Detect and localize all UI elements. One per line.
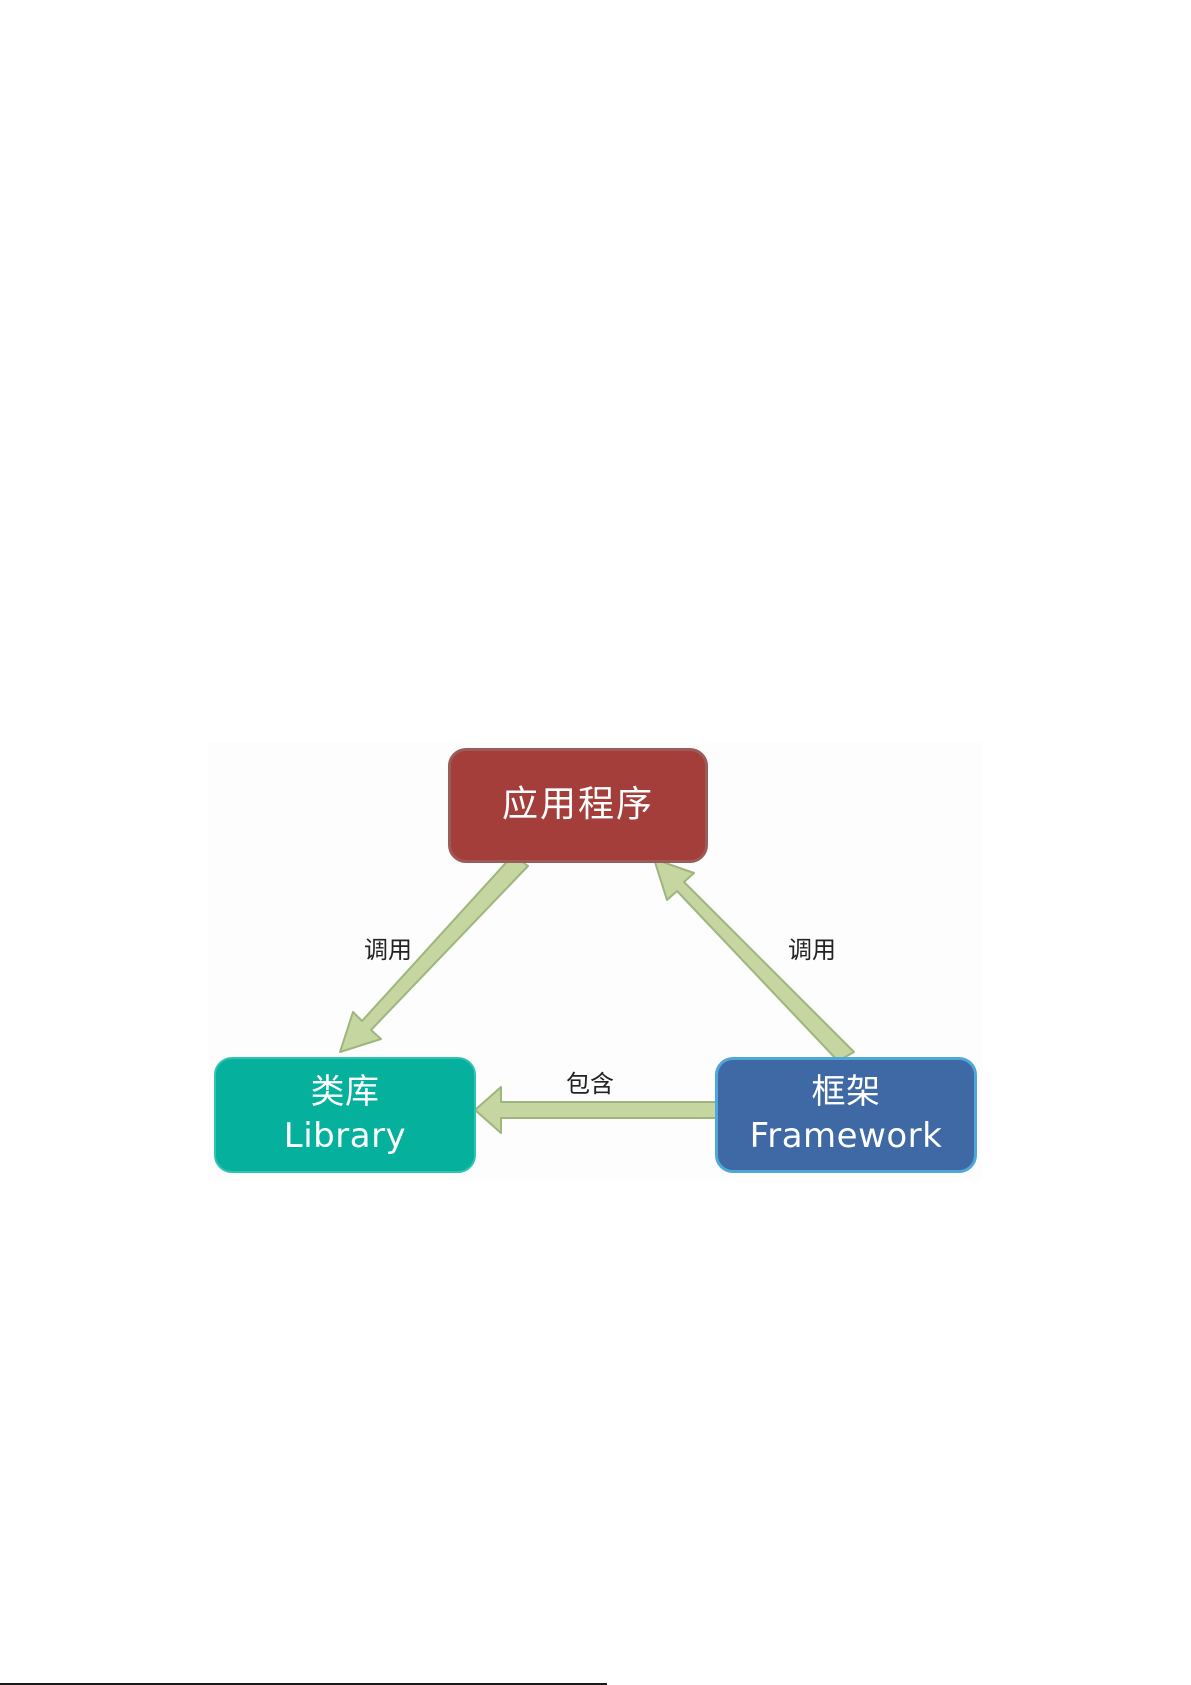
node-framework-label-en: Framework — [750, 1115, 943, 1159]
node-framework-label-cn: 框架 — [812, 1071, 881, 1115]
edge-label-framework-to-library: 包含 — [566, 1064, 614, 1099]
node-library-label-cn: 类库 — [311, 1071, 380, 1115]
edge-label-app-to-library: 调用 — [364, 930, 412, 965]
node-application-label: 应用程序 — [502, 782, 654, 828]
node-application: 应用程序 — [448, 748, 708, 863]
edge-label-framework-to-app: 调用 — [788, 930, 836, 965]
node-library: 类库 Library — [214, 1057, 476, 1173]
node-library-label-en: Library — [284, 1115, 406, 1159]
node-framework: 框架 Framework — [715, 1057, 977, 1173]
